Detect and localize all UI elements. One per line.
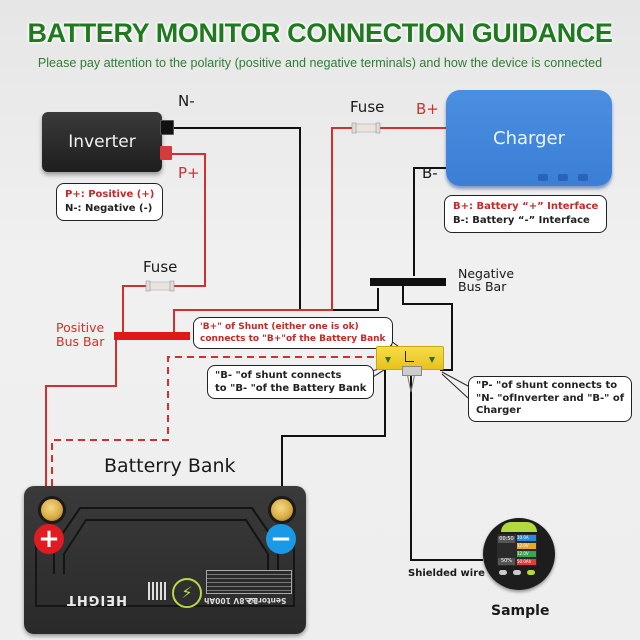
shunt-connector-mark [405,351,414,362]
lightning-icon: ⚡ [172,578,202,608]
monitor-screen: 00:50 50% 10.0A 12.0V 12.0V 50.0Ah [497,534,537,566]
charger-port [578,174,588,181]
shielded-wire [410,376,483,561]
inverter-fuse-label: Fuse [143,258,178,276]
battery-brand: HEIGHT [66,592,128,607]
charger-negative-label: B- [422,164,438,182]
battery-top-outline [35,507,295,607]
qr-code [148,582,166,600]
wire-charger-negative [413,167,446,276]
wire-shunt-sense-dashed [51,356,410,500]
charger-legend-callout: B+: Battery “+” Interface B-: Battery “-… [444,195,608,233]
monitor-reading-voltage-2: 12.0V [517,551,536,557]
battery-bank: + − HEIGHT ⚡ 12.8V 100Ah Sentorise [24,486,306,634]
battery-negative-terminal [268,496,296,524]
inverter-legend-positive: P+: Positive (+) [65,189,155,200]
page-subtitle: Please pay attention to the polarity (po… [37,56,603,70]
battery-bank-title: Batterry Bank [104,455,236,477]
monitor-reading-voltage: 12.0V [517,543,536,549]
inverter-negative-terminal [160,120,174,135]
plus-icon: + [34,524,64,554]
wire-shunt-to-battery-negative [281,370,386,500]
charger-legend-positive: B+: Battery “+” Interface [453,201,599,212]
negative-bus-bar-label: Negative Bus Bar [458,266,515,294]
inverter-legend-negative: N-: Negative (-) [65,203,153,214]
battery-maker: Sentorise [246,596,287,605]
monitor-time: 00:50 [498,536,515,543]
wire-fuse-to-positive-bus [122,285,148,334]
inverter-device: Inverter [42,112,162,172]
shunt-bminus-callout: "B- "of shunt connects to "B- "of the Ba… [207,365,375,399]
charger-port [558,174,568,181]
charger-label: Charger [493,127,565,149]
positive-bus-bar-label: Positive Bus Bar [56,320,105,349]
wire-inverter-negative [172,127,379,311]
inverter-positive-label: P+ [178,164,200,182]
inverter-negative-label: N- [178,92,195,110]
battery-spec-table [206,570,292,594]
fuse-charger [351,122,381,134]
monitor-button[interactable] [499,570,507,575]
monitor-accent [501,522,537,532]
arrow-down-icon [385,357,391,363]
sample-caption: Sample [491,603,550,619]
inverter-label: Inverter [68,132,136,152]
shielded-wire-label: Shielded wire [408,568,485,579]
negative-bus-bar [370,278,446,286]
wire-inverter-positive [162,153,206,287]
inverter-legend-callout: P+: Positive (+) N-: Negative (-) [56,183,164,221]
arrow-down-icon [429,357,435,363]
shunt-pminus-callout: "P- "of shunt connects to "N- "ofInverte… [468,376,633,422]
positive-bus-bar [114,332,190,340]
shunt-sense-connector [402,366,422,376]
charger-device: Charger [446,90,612,186]
charger-legend-negative: B-: Battery “-” Interface [453,215,590,226]
inverter-positive-terminal [160,146,172,160]
charger-fuse-label: Fuse [350,98,385,116]
battery-monitor-sample: 00:50 50% 10.0A 12.0V 12.0V 50.0Ah [483,518,555,590]
monitor-reading-capacity: 50.0Ah [517,559,536,565]
wire-posbus-to-battery [45,340,117,500]
shunt-bplus-callout: 'B+" of Shunt (either one is ok) connect… [193,317,393,349]
battery-positive-terminal [38,496,66,524]
charger-positive-label: B+ [416,100,439,118]
minus-icon: − [266,524,296,554]
fuse-inverter [145,280,175,292]
wire-negbus-to-shunt [402,286,453,371]
monitor-soc: 50% [498,558,515,565]
monitor-button[interactable] [513,570,521,575]
page-title: BATTERY MONITOR CONNECTION GUIDANCE [27,18,613,48]
monitor-button[interactable] [527,570,535,575]
charger-port [538,174,548,181]
monitor-reading-current: 10.0A [517,535,536,541]
wire-fuse-to-positive-bus-2 [173,127,354,334]
